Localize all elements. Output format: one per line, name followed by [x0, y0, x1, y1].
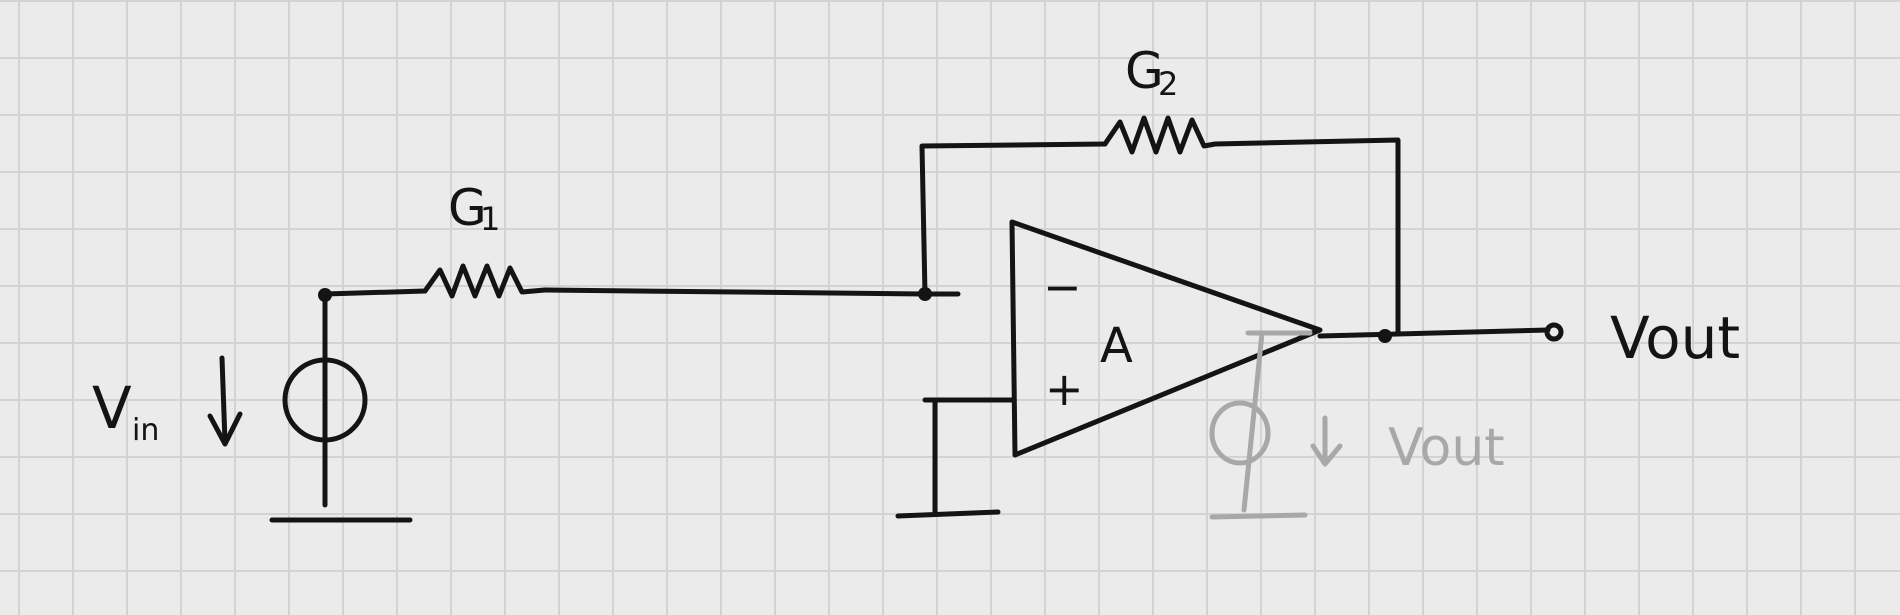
- input-wire: [322, 288, 428, 297]
- output-terminal[interactable]: [1544, 322, 1564, 342]
- input-voltage-source: [269, 294, 413, 523]
- feedback-wire-left: [919, 141, 1108, 297]
- noninverting-ground: [895, 509, 1001, 519]
- g1-subscript: 1: [480, 200, 500, 238]
- output-node: [1378, 329, 1392, 343]
- opamp-triangle: [1009, 219, 1323, 458]
- vout-label: Vout: [1610, 304, 1740, 372]
- g1-to-opamp-wire: [542, 287, 928, 297]
- minus-sign: −: [1043, 260, 1082, 314]
- resistor-g2: [1102, 115, 1218, 155]
- vin-label: V: [92, 374, 132, 442]
- resistor-g1: [422, 263, 548, 299]
- output-source-model: [1209, 330, 1343, 520]
- g2-subscript: 2: [1158, 65, 1178, 103]
- g1-label: G: [448, 179, 487, 237]
- vin-arrow-icon: [207, 355, 243, 447]
- vout-model-label: Vout: [1388, 418, 1505, 478]
- vin-subscript: in: [132, 413, 159, 448]
- feedback-wire-right: [1212, 137, 1401, 337]
- g2-label: G: [1125, 42, 1164, 100]
- output-wire: [1317, 327, 1551, 339]
- plus-sign: +: [1045, 362, 1084, 416]
- opamp-gain-label: A: [1100, 318, 1133, 374]
